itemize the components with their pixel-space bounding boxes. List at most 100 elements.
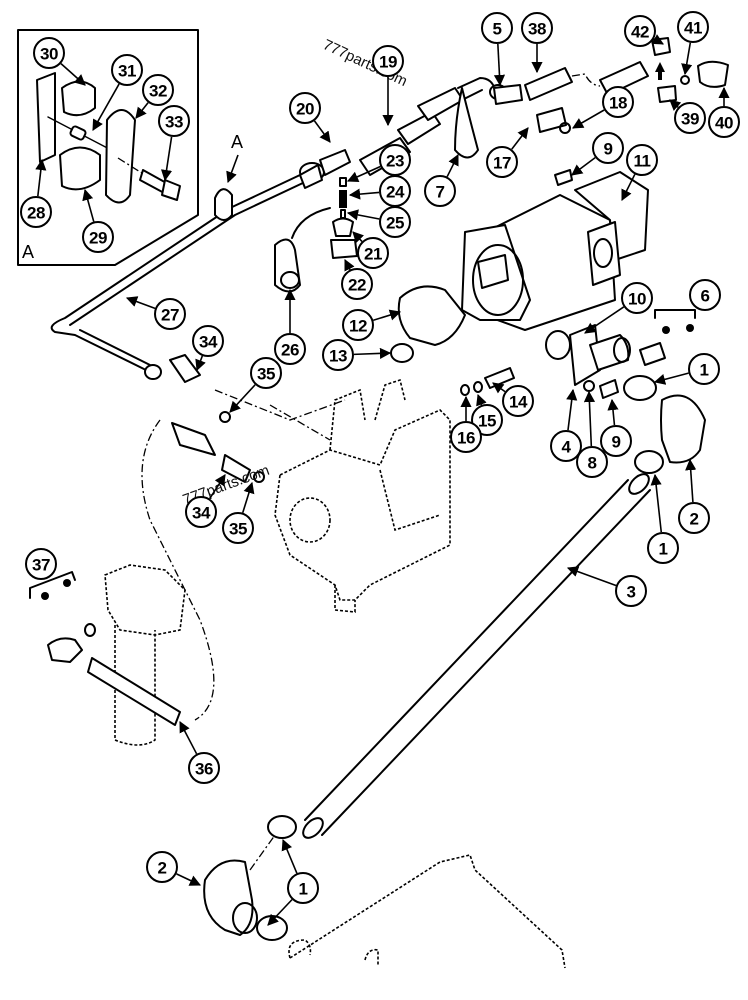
- oring-part-41: [680, 75, 690, 85]
- callout-31: 31: [92, 54, 143, 131]
- elbow-part-2-lower: [203, 859, 254, 936]
- callout-27: 27: [125, 296, 186, 330]
- callout-number: 28: [27, 204, 45, 223]
- flange-part-4: [569, 324, 631, 386]
- valve-inlet-fittings: [169, 354, 265, 483]
- tube-part-27: A: [50, 132, 306, 380]
- callout-number: 22: [348, 276, 366, 295]
- detail-view-a: A: [17, 29, 199, 266]
- callout-circle: [158, 105, 190, 137]
- upper-right-fittings: [493, 37, 729, 134]
- callout-7: 7: [424, 153, 459, 207]
- callout-26: 26: [274, 288, 306, 365]
- callout-leader: [583, 390, 596, 447]
- callout-circle: [82, 221, 114, 253]
- callout-circle: [600, 425, 632, 457]
- callout-number: 10: [628, 290, 646, 309]
- adapter-part-17: [536, 107, 567, 133]
- callout-number: 31: [118, 62, 136, 81]
- callout-32: 32: [135, 74, 174, 119]
- callout-number: 34: [192, 504, 211, 523]
- callout-number: 35: [229, 520, 247, 539]
- pump-part-11: [461, 171, 649, 331]
- callout-leader: [176, 873, 202, 886]
- hose-clamp-lower-upper: [267, 815, 297, 839]
- callout-leader: [446, 153, 459, 178]
- callout-leader: [267, 899, 293, 926]
- callout-9: 9: [600, 398, 632, 457]
- callout-number: 1: [299, 880, 308, 899]
- callout-33: 33: [158, 105, 190, 182]
- callout-leader: [135, 102, 149, 119]
- callout-circle: [481, 12, 513, 44]
- callout-30: 30: [33, 37, 86, 86]
- callout-circle: [678, 502, 710, 534]
- callout-38: 38: [521, 12, 553, 74]
- plate-part-28: [36, 72, 56, 163]
- oring-part-35-upper: [219, 411, 231, 423]
- callout-number: 7: [436, 183, 445, 202]
- oring-part-10: [545, 330, 571, 360]
- callout-number: 21: [364, 245, 382, 264]
- callout-16: 16: [450, 395, 482, 453]
- callout-leader: [179, 721, 198, 755]
- callout-number: 4: [562, 438, 572, 457]
- callout-leader: [476, 393, 487, 407]
- callout-number: 6: [701, 287, 710, 306]
- callout-circle: [592, 132, 624, 164]
- callout-number: 41: [684, 19, 702, 38]
- callout-circle: [674, 102, 706, 134]
- filter-assembly: [104, 564, 186, 746]
- callout-number: 2: [158, 859, 167, 878]
- callout-42: 42: [624, 15, 664, 47]
- callout-number: 13: [329, 347, 347, 366]
- callout-4: 4: [550, 388, 582, 462]
- callout-circle: [626, 144, 658, 176]
- block-part-12: [397, 285, 466, 346]
- callout-circle: [357, 237, 389, 269]
- callout-circle: [708, 106, 740, 138]
- bolt-part-9a: [554, 169, 573, 186]
- callout-number: 30: [40, 45, 58, 64]
- callout-leader: [35, 158, 47, 197]
- callout-35: 35: [229, 357, 282, 413]
- hose-clamp-upper: [623, 375, 657, 401]
- callout-leader: [566, 566, 617, 587]
- callout-leader: [650, 473, 663, 533]
- detail-view-label: A: [22, 242, 34, 262]
- callout-19: 19: [372, 45, 404, 127]
- callout-circle: [621, 282, 653, 314]
- callout-22: 22: [341, 258, 373, 300]
- callout-leader: [60, 63, 86, 86]
- callout-number: 1: [700, 361, 709, 380]
- callout-leader: [669, 99, 682, 111]
- callout-13: 13: [322, 339, 392, 371]
- hose-part-38: [524, 67, 573, 101]
- washer-part-15: [473, 381, 483, 393]
- callout-24: 24: [348, 175, 411, 207]
- callout-leader: [344, 258, 355, 272]
- callouts: 1112234567899101112131415161718192021222…: [20, 11, 740, 926]
- callout-leader: [353, 347, 392, 359]
- callout-circle: [25, 548, 57, 580]
- callout-circle: [624, 15, 656, 47]
- oring-part-18: [559, 122, 571, 134]
- clip-part-7: [454, 87, 479, 159]
- callout-leader: [348, 188, 380, 200]
- callout-18: 18: [572, 86, 634, 129]
- callout-leader: [209, 474, 226, 500]
- callout-number: 38: [528, 20, 546, 39]
- hose-end-upper: [171, 422, 216, 456]
- callout-circle: [379, 206, 411, 238]
- callout-11: 11: [621, 144, 658, 202]
- callout-circle: [322, 339, 354, 371]
- elbow-part-2-upper: [660, 394, 706, 464]
- callout-leader: [607, 398, 619, 426]
- callout-leader: [281, 838, 298, 874]
- control-valve-assembly: [274, 378, 451, 613]
- bolt-part-9b: [599, 379, 619, 399]
- callout-number: 39: [681, 110, 699, 129]
- cap-part-42: [651, 37, 671, 56]
- callout-leader: [685, 458, 697, 503]
- frame-outline: [289, 854, 566, 969]
